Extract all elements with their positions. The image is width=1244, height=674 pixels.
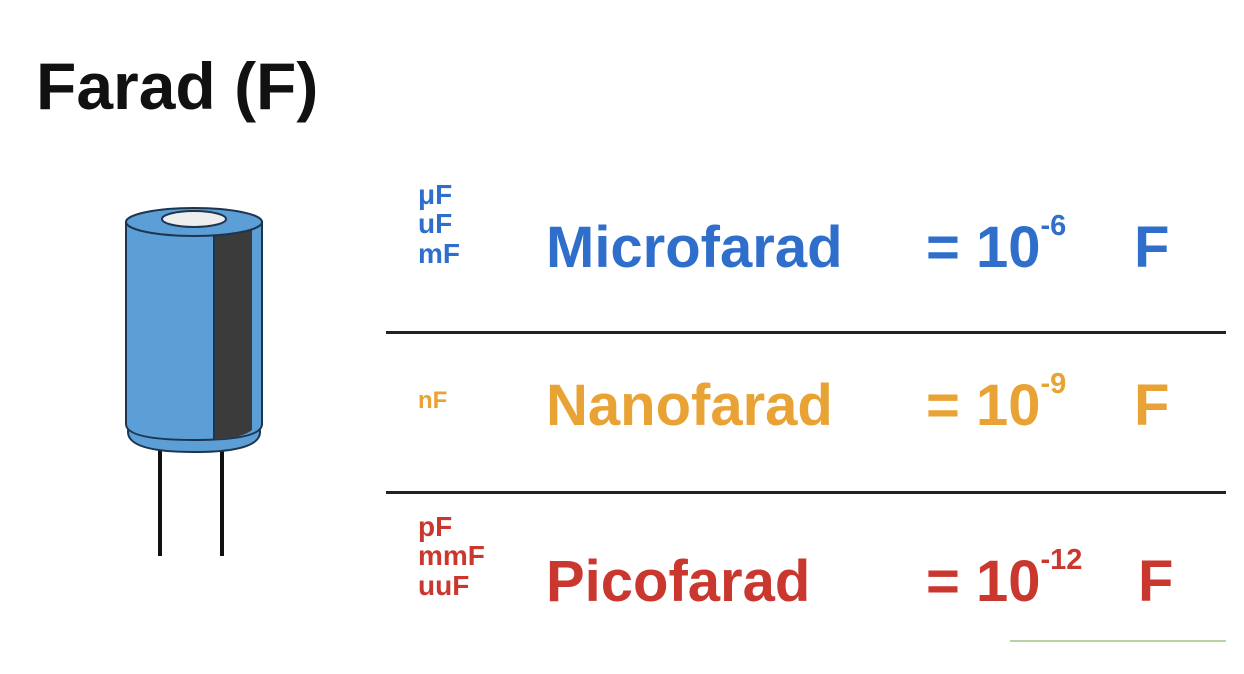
nano-value: = 10-9 [926, 368, 1066, 439]
abbr-item: pF [418, 511, 453, 542]
exponent: -12 [1040, 543, 1083, 576]
pico-name: Picofarad [546, 549, 811, 614]
nano-abbreviations: nF [418, 388, 447, 413]
abbr-item: mmF [418, 540, 485, 572]
exponent: -9 [1040, 367, 1067, 400]
decorative-line [1010, 640, 1226, 642]
divider-2 [386, 491, 1226, 494]
abbr-item: nF [418, 387, 448, 414]
page-title: Farad (F) [36, 49, 319, 123]
equals-ten: = 10 [926, 215, 1041, 280]
capacitor-icon [125, 207, 263, 556]
abbr-item: uuF [418, 569, 470, 601]
abbr-item: μF [418, 179, 453, 210]
equals-ten: = 10 [926, 549, 1041, 614]
divider-1 [386, 331, 1226, 334]
pico-unit: F [1138, 549, 1174, 614]
exponent: -6 [1040, 209, 1067, 242]
abbr-item: mF [418, 237, 460, 269]
abbr-item: uF [418, 208, 453, 240]
micro-abbreviations: μF uF mF [418, 179, 460, 269]
nano-name: Nanofarad [546, 373, 833, 438]
equals-ten: = 10 [926, 373, 1041, 438]
micro-value: = 10-6 [926, 210, 1066, 281]
pico-value: = 10-12 [926, 544, 1082, 615]
pico-abbreviations: pF mmF uuF [418, 511, 485, 601]
nano-unit: F [1134, 373, 1170, 438]
micro-name: Microfarad [546, 215, 843, 280]
micro-unit: F [1134, 215, 1170, 280]
